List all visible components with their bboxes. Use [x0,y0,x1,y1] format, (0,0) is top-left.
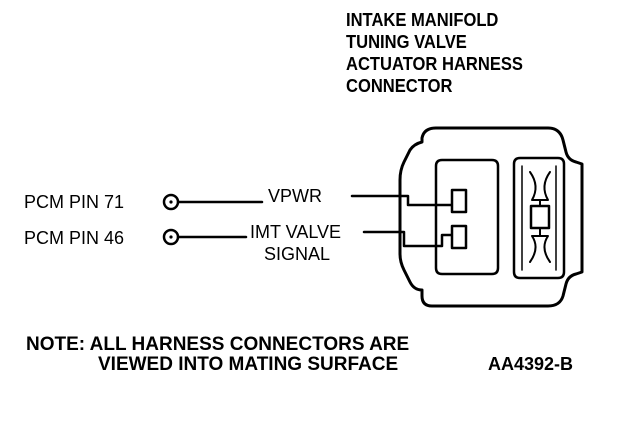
title-line-1: INTAKE MANIFOLD [346,10,499,30]
connector-cavity-left [434,158,500,276]
title-line-4: CONNECTOR [346,76,453,96]
title-line-2: TUNING VALVE [346,32,467,52]
signal-label: SIGNAL [264,244,331,264]
connector-latch [512,156,566,280]
pcm-pin-71-terminal [162,193,180,211]
note-line-2: VIEWED INTO MATING SURFACE [98,354,399,375]
figure-id: AA4392-B [488,354,574,374]
imt-valve-label: IMT VALVE [250,222,342,242]
wire-vpwr [350,194,454,207]
pcm-pin-71-label: PCM PIN 71 [24,192,125,212]
terminal-blade-vpwr [450,188,468,214]
note-line-1: NOTE: ALL HARNESS CONNECTORS ARE [26,334,410,355]
terminal-blade-signal [450,224,468,250]
pcm-pin-46-terminal [162,228,180,246]
wire-imt-signal [362,230,454,248]
pcm-pin-46-label: PCM PIN 46 [24,228,125,248]
latch-tab [529,204,551,230]
vpwr-label: VPWR [268,186,322,206]
connector-housing-outer [398,126,584,308]
title-line-3: ACTUATOR HARNESS [346,54,523,74]
